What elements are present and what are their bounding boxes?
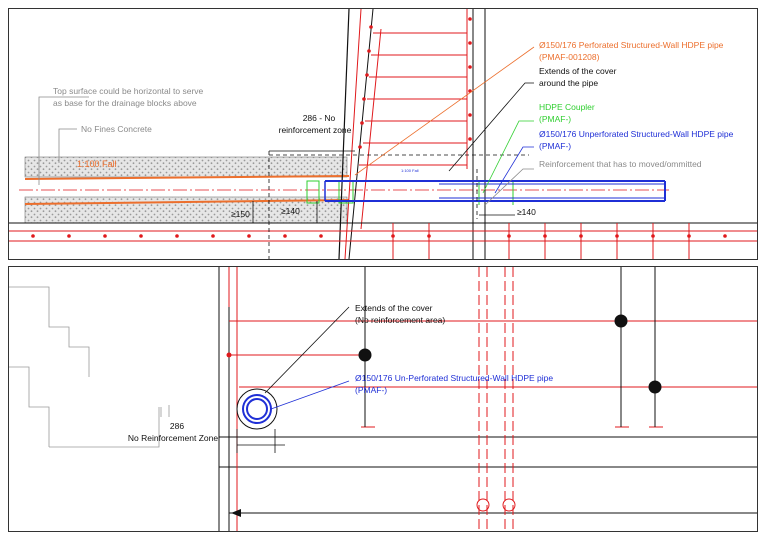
floor-plan-outline [9,286,170,448]
perforated-pipe-line-2: (PMAF-001208) [539,52,600,62]
no-fines-concrete-upper [24,156,348,178]
wall-face-left [338,9,350,259]
pipe-label-line-1: Ø150/176 Un-Perforated Structured-Wall H… [355,373,553,383]
pipe-label-line-2: (PMAF-) [355,385,387,395]
leader-pipe [270,380,350,410]
coupler-line-2: (PMAF-) [539,114,571,124]
arrow-marker [231,509,241,517]
wall-rebar-bars [359,32,467,166]
pipe-orange-bottom [24,199,350,205]
plan-drawing-panel: Extends of the cover (No reinforcement a… [8,266,758,532]
fall-label: 1:100 Fall [77,159,117,169]
zone-label-line-2: No Reinforcement Zone [128,433,219,443]
fall-small-label: 1:100 Fall [401,168,419,173]
leader-lines [38,46,535,206]
top-surface-line-1: Top surface could be horizontal to serve [53,86,204,96]
structure-lines [218,267,757,531]
perforated-pipe-line-1: Ø150/176 Perforated Structured-Wall HDPE… [539,40,724,50]
no-reinf-zone-line-1: 286 - No [303,113,336,123]
wall-rebar-diag [344,9,362,259]
unperforated-pipe [324,180,666,202]
top-surface-line-2: as base for the drainage blocks above [53,98,197,108]
section-bars [358,267,662,427]
section-drawing-panel: Top surface could be horizontal to serve… [8,8,758,260]
dimension-lines [252,150,515,223]
cover-extent-lines [268,151,529,259]
pipe-inner [246,398,268,420]
plan-drawing: Extends of the cover (No reinforcement a… [9,267,757,531]
wall-rebar-diag-2 [360,28,382,230]
wall-rebar-dots [358,17,472,149]
cover-extends-line-1: Extends of the cover [355,303,433,313]
dim-150: ≥150 [231,209,250,219]
slab-rebar-dots [31,234,727,238]
dim-140-left: ≥140 [281,206,300,216]
top-surface-note: Top surface could be horizontal to serve… [53,86,204,108]
zone-label-line-1: 286 [170,421,184,431]
unperforated-pipe-line-1: Ø150/176 Unperforated Structured-Wall HD… [539,129,734,139]
pipe-orange-top [24,175,350,180]
reinforcement-moved-label: Reinforcement that has to moved/ommitted [539,159,702,169]
section-drawing: Top surface could be horizontal to serve… [9,9,757,259]
plan-rebars [228,267,757,531]
cover-extends-line-2: (No reinforcement area) [355,315,445,325]
cover-extends-line-2: around the pipe [539,78,598,88]
bottom-rebar-circles [476,498,516,512]
cover-extends-line-1: Extends of the cover [539,66,617,76]
pipe-cover-circle [236,388,278,430]
coupler-line-1: HDPE Coupler [539,102,595,112]
unperforated-pipe-line-2: (PMAF-) [539,141,571,151]
leader-cover [264,306,350,394]
no-reinf-zone-line-2: reinforcement zone [279,125,352,135]
zone-dimension [236,429,285,453]
no-fines-label: No Fines Concrete [81,124,152,134]
rebar-dot [226,352,232,358]
dim-140-right: ≥140 [517,207,536,217]
slab-vertical-bars [392,223,690,259]
